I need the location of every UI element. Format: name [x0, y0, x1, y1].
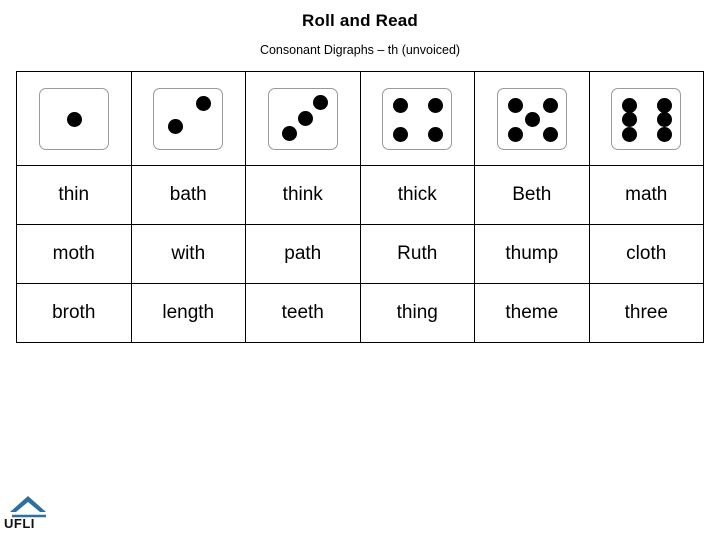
- die-pip: [622, 126, 638, 142]
- die-pip: [196, 95, 212, 111]
- word-cell: Beth: [474, 165, 590, 225]
- dice-cell-3: [245, 71, 361, 166]
- die-pip: [657, 112, 673, 127]
- die-face-2: [153, 87, 224, 150]
- die-face-6: [611, 87, 682, 150]
- word-cell: moth: [16, 224, 132, 284]
- dice-header-row: [16, 71, 704, 166]
- die-pip: [297, 110, 313, 126]
- die-pip: [507, 97, 523, 113]
- word-row-1: thin bath think thick Beth math: [16, 165, 704, 225]
- dice-cell-2: [130, 71, 246, 166]
- die-face-3: [267, 87, 338, 150]
- die-face-5: [496, 87, 567, 150]
- word-cell: cloth: [588, 224, 704, 284]
- word-cell: theme: [474, 283, 590, 343]
- word-cell: path: [245, 224, 361, 284]
- dice-cell-1: [16, 71, 132, 166]
- word-cell: thick: [359, 165, 475, 225]
- word-row-2: moth with path Ruth thump cloth: [16, 224, 704, 284]
- word-cell: Ruth: [359, 224, 475, 284]
- die-pip: [657, 126, 673, 142]
- die-face-1: [38, 87, 109, 150]
- dice-cell-6: [588, 71, 704, 166]
- die-pip: [67, 112, 83, 127]
- die-pip: [428, 126, 444, 142]
- die-pip: [622, 112, 638, 127]
- word-cell: think: [245, 165, 361, 225]
- die-pip: [657, 97, 673, 113]
- die-pip: [281, 125, 297, 141]
- word-cell: length: [130, 283, 246, 343]
- die-pip: [542, 126, 558, 142]
- die-pip: [428, 97, 444, 113]
- page-subtitle: Consonant Digraphs – th (unvoiced): [259, 43, 461, 57]
- word-cell: bath: [130, 165, 246, 225]
- ufli-logo-text: UFLI: [4, 516, 35, 531]
- word-cell: broth: [16, 283, 132, 343]
- word-row-3: broth length teeth thing theme three: [16, 283, 704, 343]
- word-cell: thin: [16, 165, 132, 225]
- die-pip: [312, 94, 328, 110]
- word-cell: with: [130, 224, 246, 284]
- die-face-4: [382, 87, 453, 150]
- roll-and-read-table: thin bath think thick Beth math moth wit…: [16, 71, 704, 343]
- die-pip: [525, 112, 541, 127]
- die-pip: [507, 126, 523, 142]
- die-pip: [393, 126, 409, 142]
- word-cell: three: [588, 283, 704, 343]
- ufli-logo-icon: [10, 496, 46, 518]
- die-pip: [622, 97, 638, 113]
- die-pip: [168, 118, 184, 134]
- word-cell: thump: [474, 224, 590, 284]
- page-title: Roll and Read: [302, 11, 418, 30]
- dice-cell-4: [359, 71, 475, 166]
- word-cell: thing: [359, 283, 475, 343]
- word-cell: teeth: [245, 283, 361, 343]
- word-cell: math: [588, 165, 704, 225]
- dice-cell-5: [474, 71, 590, 166]
- die-pip: [542, 97, 558, 113]
- die-pip: [393, 97, 409, 113]
